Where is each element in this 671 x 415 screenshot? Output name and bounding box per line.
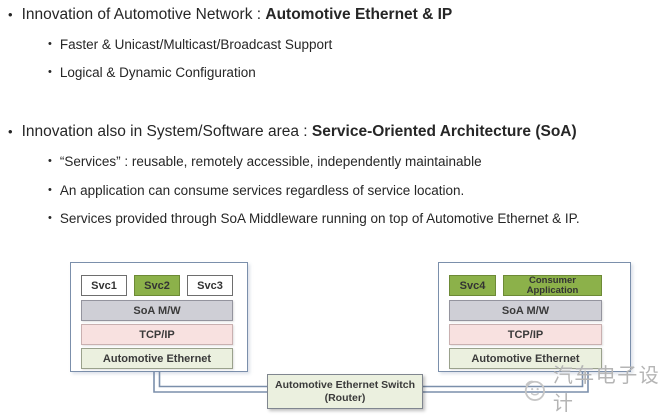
node-left-stack: Svc1 Svc2 Svc3 SoA M/W TCP/IP Automotive… xyxy=(70,262,248,372)
bullet-marker: • xyxy=(48,155,52,167)
service-box-consumer-application: Consumer Application xyxy=(503,275,602,296)
sub-bullet-item: • Services provided through SoA Middlewa… xyxy=(48,210,580,227)
connector-right-inner xyxy=(420,371,584,388)
layer-soa-middleware: SoA M/W xyxy=(449,300,602,321)
bullet-marker: • xyxy=(8,7,13,22)
bullet-marker: • xyxy=(8,124,13,139)
bullet-item-2: • Innovation also in System/Software are… xyxy=(8,122,577,141)
service-box-svc3: Svc3 xyxy=(187,275,233,296)
sub-bullet-text: Services provided through SoA Middleware… xyxy=(59,211,580,226)
ethernet-switch-box: Automotive Ethernet Switch (Router) xyxy=(267,374,423,409)
bullet-marker: • xyxy=(48,212,52,224)
service-box-svc1: Svc1 xyxy=(81,275,127,296)
layer-soa-middleware: SoA M/W xyxy=(81,300,233,321)
service-box-svc2: Svc2 xyxy=(134,275,180,296)
watermark: 汽车电子设计 xyxy=(523,365,671,415)
bullet-item-1: • Innovation of Automotive Network : Aut… xyxy=(8,5,452,24)
bullet-marker: • xyxy=(48,38,52,50)
service-row: Svc1 Svc2 Svc3 xyxy=(81,275,233,296)
service-row: Svc4 Consumer Application xyxy=(449,275,602,296)
sub-bullet-text: “Services” : reusable, remotely accessib… xyxy=(59,154,482,169)
watermark-logo-icon xyxy=(524,380,545,401)
sub-bullet-item: • “Services” : reusable, remotely access… xyxy=(48,153,482,170)
bullet-text-strong: Automotive Ethernet & IP xyxy=(265,6,453,23)
bullet-text-prefix: Innovation also in System/Software area … xyxy=(21,123,312,140)
sub-bullet-text: Faster & Unicast/Multicast/Broadcast Sup… xyxy=(59,37,333,52)
switch-label-line1: Automotive Ethernet Switch xyxy=(274,378,415,391)
sub-bullet-item: • An application can consume services re… xyxy=(48,182,464,199)
node-right-stack: Svc4 Consumer Application SoA M/W TCP/IP… xyxy=(438,262,631,372)
connector-right-outer xyxy=(420,371,589,393)
bullet-text: Innovation also in System/Software area … xyxy=(22,122,577,141)
watermark-text: 汽车电子设计 xyxy=(552,365,661,415)
layer-tcp-ip: TCP/IP xyxy=(81,324,233,345)
bullet-text-prefix: Innovation of Automotive Network : xyxy=(21,6,266,23)
connector-left-inner xyxy=(158,371,270,388)
sub-bullet-text: An application can consume services rega… xyxy=(59,183,465,198)
switch-label-line2: (Router) xyxy=(324,391,366,404)
layer-automotive-ethernet: Automotive Ethernet xyxy=(449,348,602,369)
sub-bullet-text: Logical & Dynamic Configuration xyxy=(59,65,256,80)
service-box-svc4: Svc4 xyxy=(449,275,496,296)
bullet-marker: • xyxy=(48,184,52,196)
bullet-marker: • xyxy=(48,66,52,78)
bullet-text: Innovation of Automotive Network : Autom… xyxy=(22,5,453,24)
bullet-text-strong: Service-Oriented Architecture (SoA) xyxy=(311,123,577,140)
sub-bullet-item: • Logical & Dynamic Configuration xyxy=(48,64,256,81)
layer-automotive-ethernet: Automotive Ethernet xyxy=(81,348,233,369)
layer-tcp-ip: TCP/IP xyxy=(449,324,602,345)
sub-bullet-item: • Faster & Unicast/Multicast/Broadcast S… xyxy=(48,36,332,53)
connector-left-outer xyxy=(153,371,270,393)
